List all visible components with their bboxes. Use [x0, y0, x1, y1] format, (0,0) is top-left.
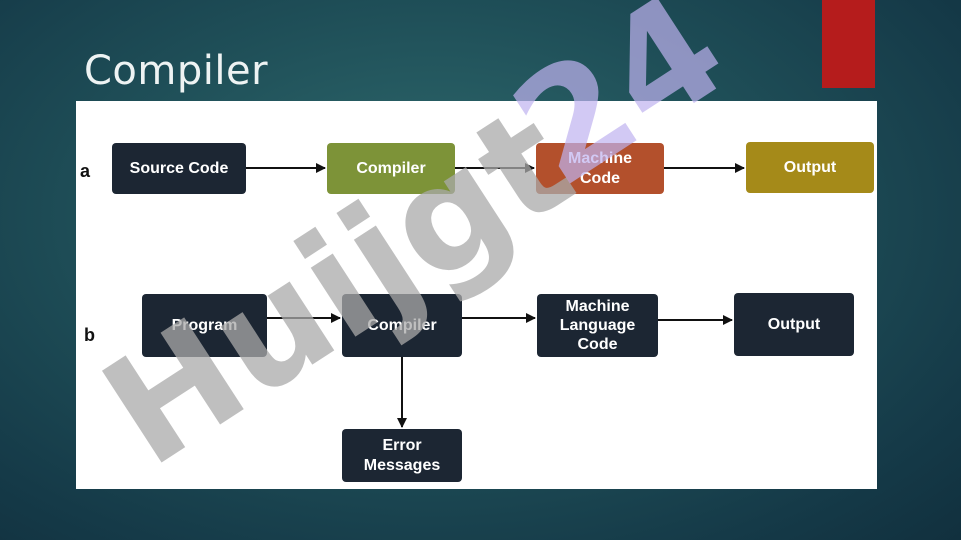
row-label-b: b: [84, 325, 95, 345]
accent-bar: [822, 0, 875, 88]
node-output-a: Output: [746, 142, 874, 193]
node-output-b: Output: [734, 293, 854, 356]
slide-title: Compiler: [84, 48, 269, 94]
row-label-a: a: [80, 161, 91, 181]
node-program: Program: [142, 294, 267, 357]
node-compiler-b: Compiler: [342, 294, 462, 357]
node-compiler-a: Compiler: [327, 143, 455, 194]
node-error-messages: Error Messages: [342, 429, 462, 482]
node-source-code: Source Code: [112, 143, 246, 194]
node-machine-code: Machine Code: [536, 143, 664, 194]
node-machine-language-code: Machine Language Code: [537, 294, 658, 357]
